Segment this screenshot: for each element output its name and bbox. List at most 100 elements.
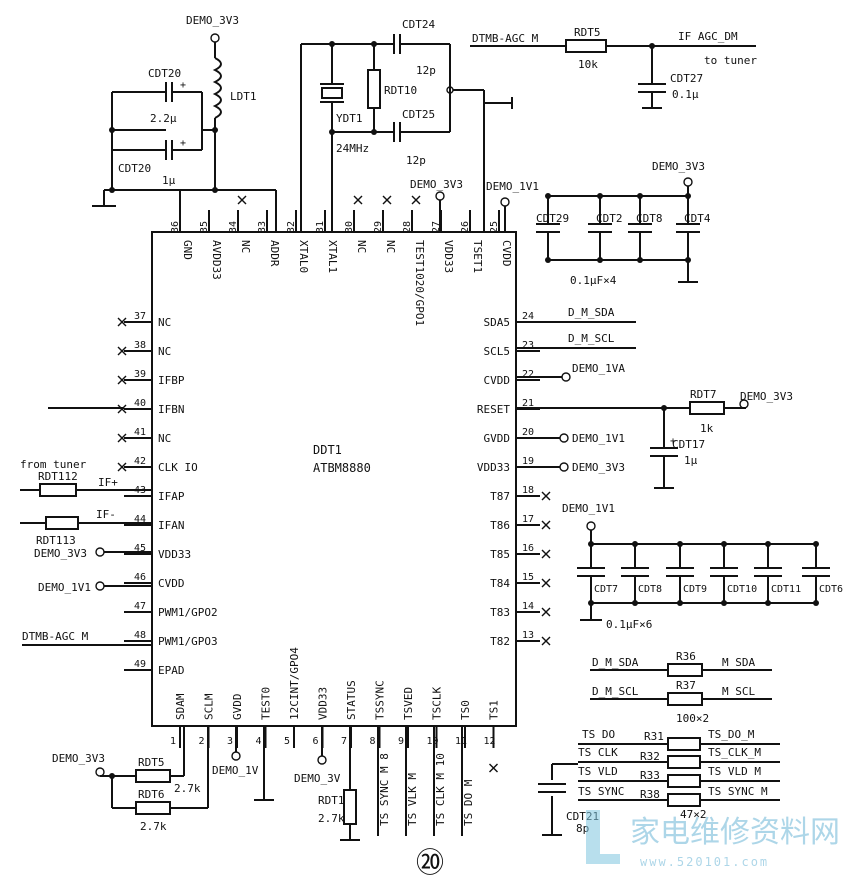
svg-text:+: + [180, 80, 186, 91]
cap-label: CDT6 [819, 584, 843, 595]
r37-label: R37 [676, 679, 696, 692]
r38-label: R38 [640, 788, 660, 801]
pin-name: T87 [490, 490, 510, 503]
demo-3v3-reset-label: DEMO_3V3 [740, 390, 793, 403]
cdt27-label: CDT27 [670, 72, 703, 85]
rdt7-resistor [689, 401, 725, 415]
pin-name: ADDR [268, 240, 281, 267]
from-tuner-label: from tuner [20, 458, 87, 471]
pin-number: 30 [344, 221, 355, 233]
pin-name: XTAL0 [297, 240, 310, 273]
nc-marker [541, 578, 551, 588]
dtmb-agc-left-label: DTMB-AGC M [22, 630, 89, 643]
pin-name: NC [158, 345, 171, 358]
pin-name: VDD33 [442, 240, 455, 273]
demo-3v-label: DEMO_3V [294, 772, 341, 785]
ts-clk-m-label: TS_CLK_M [708, 746, 761, 759]
pin-name: NC [239, 240, 252, 253]
pin-number: 42 [134, 456, 146, 467]
ts-vld-label: TS VLD [578, 765, 618, 778]
nc-marker [541, 636, 551, 646]
pin-name: TSVED [402, 687, 415, 720]
r27k-b-label: 2.7k [140, 820, 167, 833]
rdt112-label: RDT112 [38, 470, 78, 483]
pin-number: 35 [199, 221, 210, 233]
pin-number: 22 [522, 369, 534, 380]
pin-number: 4 [256, 736, 262, 747]
nc-marker [541, 520, 551, 530]
cap-label: CDT8 [638, 584, 662, 595]
pin-name: SCL5 [484, 345, 511, 358]
pin-number: 25 [489, 221, 500, 233]
ldt1-inductor [212, 57, 222, 119]
cdt25-label: CDT25 [402, 108, 435, 121]
figure-number: ⑳ [416, 846, 444, 879]
to-tuner-label: to tuner [704, 54, 757, 67]
pin-name: IFBN [158, 403, 185, 416]
pin-name: STATUS [345, 680, 358, 720]
rdt7-label: RDT7 [690, 388, 717, 401]
pin-number: 8 [370, 736, 376, 747]
demo-3v3-top-label: DEMO_3V3 [186, 14, 239, 27]
cdt20-a-value: 2.2μ [150, 112, 177, 125]
pin-name: SCLM [203, 693, 216, 720]
pin-name: T85 [490, 548, 510, 561]
pin-number: 38 [134, 340, 146, 351]
m-sda-right-label: M SDA [722, 656, 755, 669]
pin-number: 36 [170, 221, 181, 233]
r32-label: R32 [640, 750, 660, 763]
cdt25-value: 12p [406, 154, 426, 167]
ts-resistor [667, 774, 701, 788]
pin-number: 48 [134, 630, 146, 641]
pin-number: 40 [134, 398, 146, 409]
pin-number: 6 [313, 736, 319, 747]
pin-number: 39 [134, 369, 146, 380]
caps4-value: 0.1μF×4 [570, 274, 617, 287]
if-agc-dm-label: IF AGC_DM [678, 30, 738, 43]
ts-d0-m11-label: TS DO M [462, 779, 475, 826]
ts-d0-m-label: TS_DO_M [708, 728, 755, 741]
pin-name: T83 [490, 606, 510, 619]
demo-3v3-bl-label: DEMO_3V3 [52, 752, 105, 765]
pin-name: TSSYNC [374, 680, 387, 720]
pin-number: 16 [522, 543, 534, 554]
pin-name: AVDD33 [210, 240, 223, 280]
pin-name: T82 [490, 635, 510, 648]
pin-number: 37 [134, 311, 146, 322]
pin-name: GVDD [484, 432, 511, 445]
pin-name: VDD33 [477, 461, 510, 474]
pin-number: 29 [373, 221, 384, 233]
pin-number: 3 [227, 736, 233, 747]
demo-1v1-caps-label: DEMO_1V1 [562, 502, 615, 515]
svg-text:+: + [670, 436, 676, 447]
ts-vld-m-label: TS VLD M [708, 765, 761, 778]
rdt10-resistor [367, 69, 381, 109]
rdt10-label: RDT10 [384, 84, 417, 97]
rdt112-resistor [39, 483, 77, 497]
pin-name: TS0 [459, 700, 472, 720]
top-pins: 36GND35AVDD3334NC33ADDR32XTAL031XTAL130N… [170, 195, 513, 326]
chip-part: ATBM8880 [313, 461, 371, 475]
cap-label: CDT2 [596, 212, 623, 225]
ts-sync-label: TS SYNC [578, 785, 624, 798]
ydt1-label: YDT1 [336, 112, 363, 125]
nc-marker [541, 491, 551, 501]
pin-name: T84 [490, 577, 510, 590]
pin-name: CVDD [500, 240, 513, 267]
dtmb-agc-top-label: DTMB-AGC M [472, 32, 539, 45]
pin-name: NC [158, 432, 171, 445]
bottom-pins: 1SDAM2SCLM3GVDD4TEST0512CINT/GPO46VDD337… [170, 647, 501, 773]
pin-number: 18 [522, 485, 534, 496]
i2c-resistors: D_M_SDA R36 M SDA D_M_SCL R37 M SCL 100×… [590, 650, 772, 725]
pin-number: 34 [228, 221, 239, 233]
bottom-left-circuit: DEMO_3V3 RDT5 RDT6 2.7k 2.7k DEMO_1V DEM… [52, 726, 475, 841]
watermark-logo-icon [586, 810, 620, 864]
svg-text:+: + [180, 138, 186, 149]
nc-marker [117, 375, 127, 385]
pin-number: 31 [315, 221, 326, 233]
cdt20-a-label: CDT20 [148, 67, 181, 80]
pin-name: PWM1/GPO3 [158, 635, 218, 648]
ts-resistor [667, 737, 701, 751]
cap-label: CDT7 [594, 584, 618, 595]
